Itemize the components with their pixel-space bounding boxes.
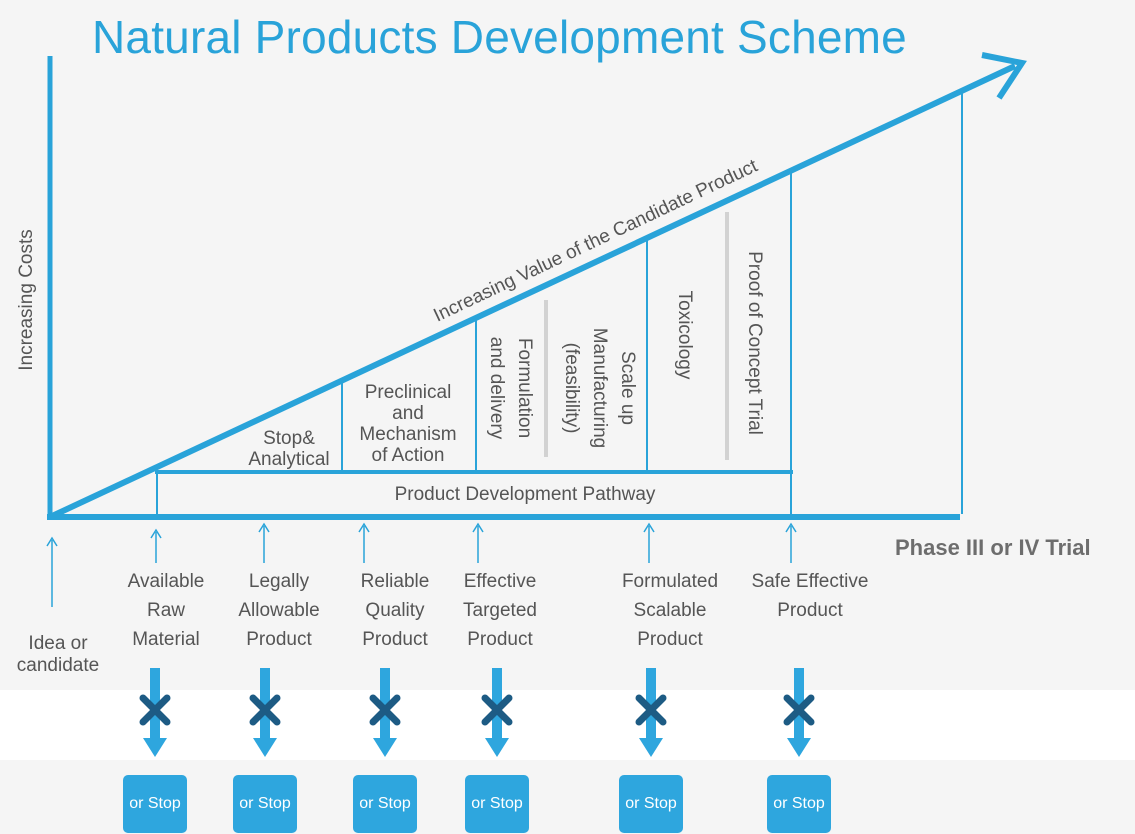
stage-label-line: of Action [372,445,445,466]
stage-label-line: Stop& [263,428,315,449]
y-axis-label: Increasing Costs [16,229,37,371]
stage-label-line: Manufacturing [589,328,610,448]
milestone-label-line: Formulated [621,571,719,592]
stage-label-line: Formulation [514,338,535,438]
stop-button[interactable]: or Stop [465,775,529,833]
stage-label-group: Scale up Manufacturing (feasibility) [561,328,638,448]
stage-label: Toxicology [674,291,695,380]
stop-button[interactable]: or Stop [123,775,187,833]
arrow-up-icon [785,522,797,563]
start-label-line: Idea or [28,633,88,654]
milestone-label-line: Product [362,629,428,650]
stage-label-line: and [392,403,424,424]
stop-button[interactable]: or Stop [767,775,831,833]
arrow-down-icon [139,668,171,757]
arrow-up-icon [358,522,370,563]
arrow-up-icon [150,528,162,563]
page-title: Natural Products Development Scheme [92,11,907,63]
stage-label-group: Proof of Concept Trial [744,251,765,435]
stage-label-group: Formulation and delivery [486,337,535,440]
stage-label-line: Toxicology [674,291,695,380]
arrow-down-icon [369,668,401,757]
arrow-down-icon [783,668,815,757]
white-band [0,690,1135,760]
stage-label-group: Toxicology [674,291,695,380]
milestone-label-line: Targeted [463,600,537,621]
stop-flow [46,522,815,757]
milestone-label-line: Effective [463,571,537,592]
stage-label-line: (feasibility) [561,343,582,434]
x-icon [481,694,513,726]
diagram-labels: Increasing Costs Increasing Value of the … [16,155,765,505]
arrow-up-icon [472,522,484,563]
stage-label: Stop&Analytical [248,428,329,470]
stage-label-line: and delivery [486,337,507,440]
diagonal-arrowhead-icon [981,52,1027,100]
milestone-label-line: Quality [365,600,425,621]
stage-label: Formulation and delivery [486,337,535,440]
pathway-label: Product Development Pathway [395,484,656,505]
milestone-label-line: Scalable [633,600,707,621]
milestone-label-line: Product [777,600,843,621]
axes [47,52,1027,520]
arrow-down-icon [249,668,281,757]
milestone-label-line: Allowable [238,600,320,621]
arrow-down-icon [635,668,667,757]
milestone-label-line: Legally [248,571,310,592]
milestone-label-line: Product [637,629,703,650]
milestone-label-line: Reliable [360,571,430,592]
x-icon [635,694,667,726]
milestone-label-line: Raw [146,600,185,621]
start-label-line: candidate [16,655,100,676]
stop-button[interactable]: or Stop [233,775,297,833]
arrow-up-icon [643,522,655,563]
milestone-label-line: Product [246,629,312,650]
arrow-up-icon [258,522,270,563]
diagonal-label: Increasing Value of the Candidate Produc… [430,155,761,326]
arrow-down-icon [481,668,513,757]
stage-label-line: Proof of Concept Trial [744,251,765,435]
milestone-label-line: Safe Effective [751,571,869,592]
stop-button[interactable]: or Stop [619,775,683,833]
stop-button[interactable]: or Stop [353,775,417,833]
value-diagonal [48,63,1017,520]
stage-label-line: Mechanism [359,424,456,445]
stage-label-line: Preclinical [365,382,452,403]
x-icon [783,694,815,726]
x-icon [249,694,281,726]
milestone-label-line: Material [132,629,200,650]
stage-label-line: Scale up [617,351,638,425]
stage-label-line: Analytical [248,449,329,470]
stage-label: Scale up Manufacturing (feasibility) [561,328,638,448]
milestone-label-line: Product [467,629,533,650]
x-icon [139,694,171,726]
phase-label: Phase III or IV Trial [895,535,1091,560]
x-icon [369,694,401,726]
milestone-label-line: Available [127,571,205,592]
stage-label: Proof of Concept Trial [744,251,765,435]
arrow-up-icon [46,536,58,607]
